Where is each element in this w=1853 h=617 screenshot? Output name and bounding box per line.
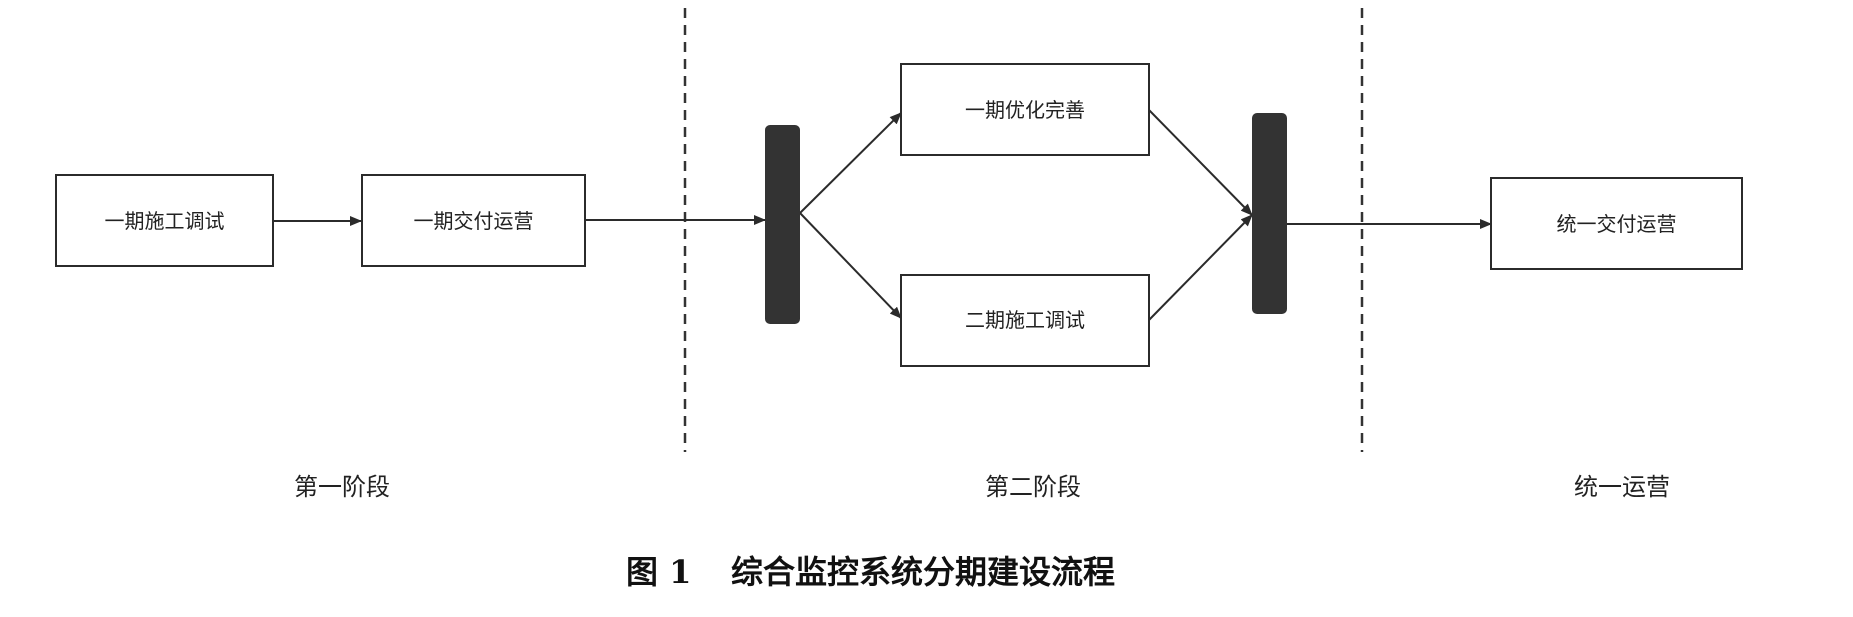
stage-label-1: 第一阶段 <box>294 473 390 501</box>
join-bar <box>1252 113 1287 314</box>
node-phase2-construction: 二期施工调试 <box>900 274 1150 367</box>
node-phase1-delivery: 一期交付运营 <box>361 174 586 267</box>
edge-fork-to-optimization <box>799 112 902 214</box>
stage-label-2: 第二阶段 <box>985 473 1081 501</box>
fork-bar <box>765 125 800 324</box>
node-phase1-construction: 一期施工调试 <box>55 174 274 267</box>
edge-fork-to-phase2 <box>799 212 902 319</box>
node-phase2-construction-label: 二期施工调试 <box>965 308 1085 332</box>
node-unified-delivery: 统一交付运营 <box>1490 177 1743 270</box>
node-phase1-optimization-label: 一期优化完善 <box>965 98 1085 122</box>
stage-label-3: 统一运营 <box>1574 473 1670 501</box>
node-unified-delivery-label: 统一交付运营 <box>1557 212 1677 236</box>
node-phase1-construction-label: 一期施工调试 <box>105 209 225 233</box>
figure-title: 综合监控系统分期建设流程 <box>731 553 1115 591</box>
node-phase1-optimization: 一期优化完善 <box>900 63 1150 156</box>
edge-optimization-to-join <box>1148 109 1253 216</box>
node-phase1-delivery-label: 一期交付运营 <box>414 209 534 233</box>
edge-phase2-to-join <box>1148 214 1253 321</box>
figure-number: 图 1 <box>626 553 691 591</box>
